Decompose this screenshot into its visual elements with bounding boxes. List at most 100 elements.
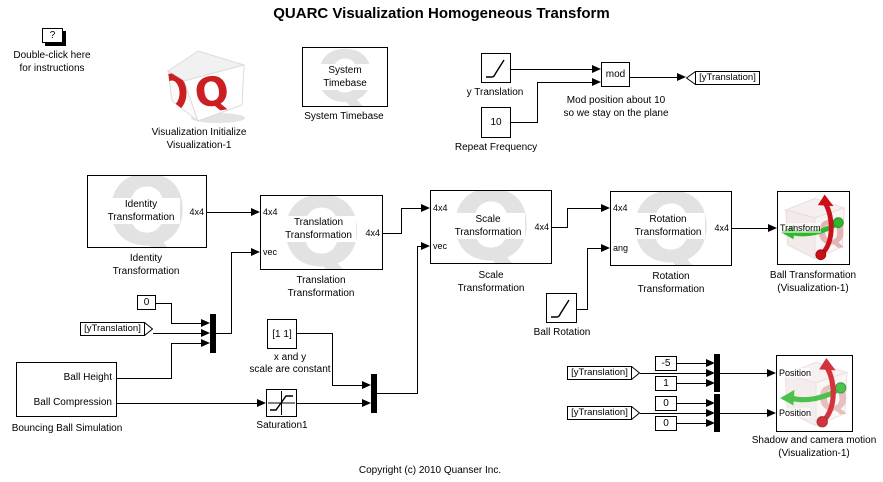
signal-wire[interactable] xyxy=(117,378,172,379)
signal-wire[interactable] xyxy=(156,303,172,304)
bouncing-ball-simulation-block[interactable]: Ball Height Ball Compression xyxy=(16,362,117,417)
from-ytranslation-tag-3[interactable]: [yTranslation] xyxy=(567,406,640,420)
signal-wire[interactable] xyxy=(510,69,592,70)
wire-arrowhead xyxy=(421,242,430,250)
signal-wire[interactable] xyxy=(231,252,232,334)
translation-text2: Transformation xyxy=(285,230,352,241)
saturation1-block[interactable] xyxy=(266,389,297,417)
translation-label-line2: Transformation xyxy=(287,288,355,299)
signal-wire[interactable] xyxy=(587,248,588,310)
identity-label-line2: Transformation xyxy=(112,266,180,277)
ball-rotation-label: Ball Rotation xyxy=(533,327,591,338)
signal-wire[interactable] xyxy=(171,343,201,344)
signal-wire[interactable] xyxy=(537,82,592,83)
from-ytranslation-tag-2[interactable]: [yTranslation] xyxy=(567,366,640,380)
signal-wire[interactable] xyxy=(552,227,568,228)
y-translation-label: y Translation xyxy=(466,87,524,98)
identity-text2: Transformation xyxy=(107,212,175,223)
scale-transformation-block[interactable]: Q Scale Transformation 4x4 vec 4x4 xyxy=(430,190,552,264)
signal-wire[interactable] xyxy=(216,333,232,334)
rotation-transformation-block[interactable]: Q Rotation Transformation 4x4 ang 4x4 xyxy=(610,191,732,266)
signal-wire[interactable] xyxy=(417,246,418,394)
signal-wire[interactable] xyxy=(297,403,362,404)
scale-label-line2: Transformation xyxy=(457,283,525,294)
constant-one-block[interactable]: 1 xyxy=(655,376,677,391)
rotation-label-line1: Rotation xyxy=(652,271,690,282)
constant-zero3-block[interactable]: 0 xyxy=(655,416,677,431)
signal-wire[interactable] xyxy=(207,212,251,213)
y-translation-block[interactable] xyxy=(481,53,511,83)
signal-wire[interactable] xyxy=(677,363,706,364)
signal-wire[interactable] xyxy=(577,309,588,310)
translation-label-line1: Translation xyxy=(296,275,346,286)
signal-wire[interactable] xyxy=(297,333,333,334)
mux-block-1[interactable] xyxy=(210,314,216,353)
signal-wire[interactable] xyxy=(511,122,538,123)
shadow-camera-motion-block[interactable]: Position Position xyxy=(776,355,853,432)
signal-wire[interactable] xyxy=(401,208,421,209)
mux-block-3[interactable] xyxy=(714,354,720,392)
signal-wire[interactable] xyxy=(171,343,172,379)
copyright-text: Copyright (c) 2010 Quanser Inc. xyxy=(358,465,502,476)
signal-wire[interactable] xyxy=(567,208,601,209)
repeat-frequency-block[interactable]: 10 xyxy=(481,107,511,138)
translation-transformation-block[interactable]: Q Translation Transformation 4x4 vec 4x4 xyxy=(260,195,383,270)
scale-text2: Transformation xyxy=(454,227,522,238)
ball-rotation-block[interactable] xyxy=(546,293,577,323)
from-tag-text: [yTranslation] xyxy=(84,323,141,334)
signal-wire[interactable] xyxy=(171,303,172,324)
quarc-cube-logo-icon: Q xyxy=(167,50,246,123)
signal-wire[interactable] xyxy=(332,385,362,386)
goto-ytranslation-tag[interactable]: [yTranslation] xyxy=(686,71,760,85)
from-ytranslation-tag-1[interactable]: [yTranslation] xyxy=(80,322,153,336)
signal-wire[interactable] xyxy=(153,333,201,334)
signal-wire[interactable] xyxy=(630,77,677,78)
identity-transformation-block[interactable]: Q Identity Transformation 4x4 xyxy=(87,175,207,248)
wire-arrowhead xyxy=(706,399,715,407)
signal-wire[interactable] xyxy=(677,423,706,424)
scale-constant-caption2: scale are constant xyxy=(249,364,331,375)
rotation-text2: Transformation xyxy=(634,227,702,238)
signal-wire[interactable] xyxy=(640,413,706,414)
visualization-initialize-block[interactable]: Q xyxy=(160,45,252,125)
signal-wire[interactable] xyxy=(117,403,257,404)
scale-text1: Scale xyxy=(475,214,501,225)
mux-block-2[interactable] xyxy=(371,374,377,413)
signal-wire[interactable] xyxy=(677,403,706,404)
signal-wire[interactable] xyxy=(401,208,402,234)
wire-arrowhead xyxy=(251,208,260,216)
constant-neg5-block[interactable]: -5 xyxy=(655,356,677,371)
system-timebase-label: System Timebase xyxy=(304,111,384,122)
wire-arrowhead xyxy=(592,78,601,86)
signal-wire[interactable] xyxy=(332,333,333,385)
signal-wire[interactable] xyxy=(640,373,706,374)
goto-tag-text: [yTranslation] xyxy=(699,72,756,83)
system-timebase-block[interactable]: Q System Timebase xyxy=(302,47,388,107)
signal-wire[interactable] xyxy=(171,323,201,324)
help-block[interactable]: ? xyxy=(42,28,63,43)
mod-block[interactable]: mod xyxy=(601,62,630,87)
system-timebase-text1: System xyxy=(328,65,362,76)
wire-arrowhead xyxy=(421,204,430,212)
mux-block-4[interactable] xyxy=(714,394,720,432)
constant-zero-block[interactable]: 0 xyxy=(137,295,156,310)
signal-wire[interactable] xyxy=(417,246,422,247)
signal-wire[interactable] xyxy=(537,82,538,123)
ball-transformation-port: Transform xyxy=(780,223,821,233)
ball-transformation-block[interactable]: Transform xyxy=(777,191,850,265)
constant-scale-block[interactable]: [1 1] xyxy=(267,319,297,349)
signal-wire[interactable] xyxy=(377,393,418,394)
signal-wire[interactable] xyxy=(720,373,767,374)
translation-port-in1: 4x4 xyxy=(263,207,278,217)
signal-wire[interactable] xyxy=(231,252,251,253)
signal-wire[interactable] xyxy=(720,413,767,414)
signal-wire[interactable] xyxy=(567,208,568,228)
signal-wire[interactable] xyxy=(587,248,601,249)
signal-wire[interactable] xyxy=(383,233,402,234)
signal-wire[interactable] xyxy=(677,383,706,384)
wire-arrowhead xyxy=(706,419,715,427)
constant-zero2-block[interactable]: 0 xyxy=(655,396,677,411)
identity-text1: Identity xyxy=(124,199,158,210)
signal-wire[interactable] xyxy=(732,228,768,229)
